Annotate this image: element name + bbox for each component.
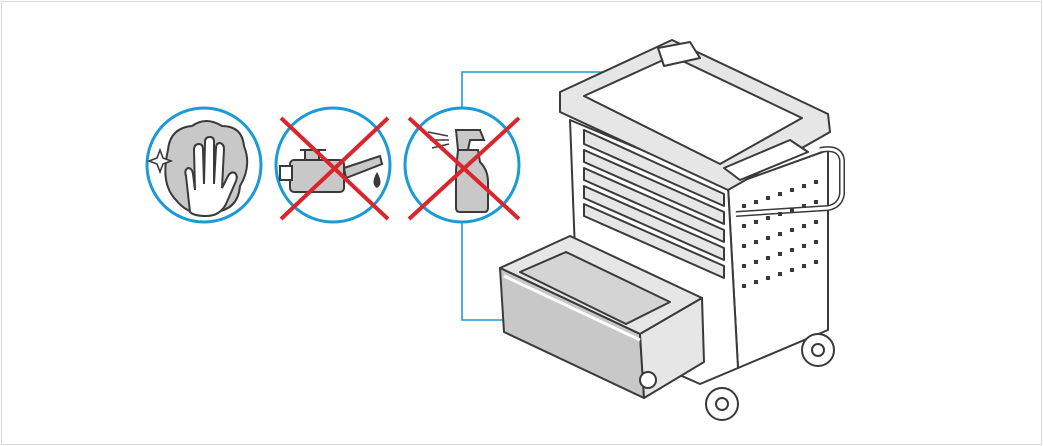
cloth-wipe-icon (145, 106, 263, 224)
oil-can-icon (274, 106, 392, 224)
spray-bottle-icon (403, 106, 521, 224)
tool-cart (499, 39, 845, 421)
